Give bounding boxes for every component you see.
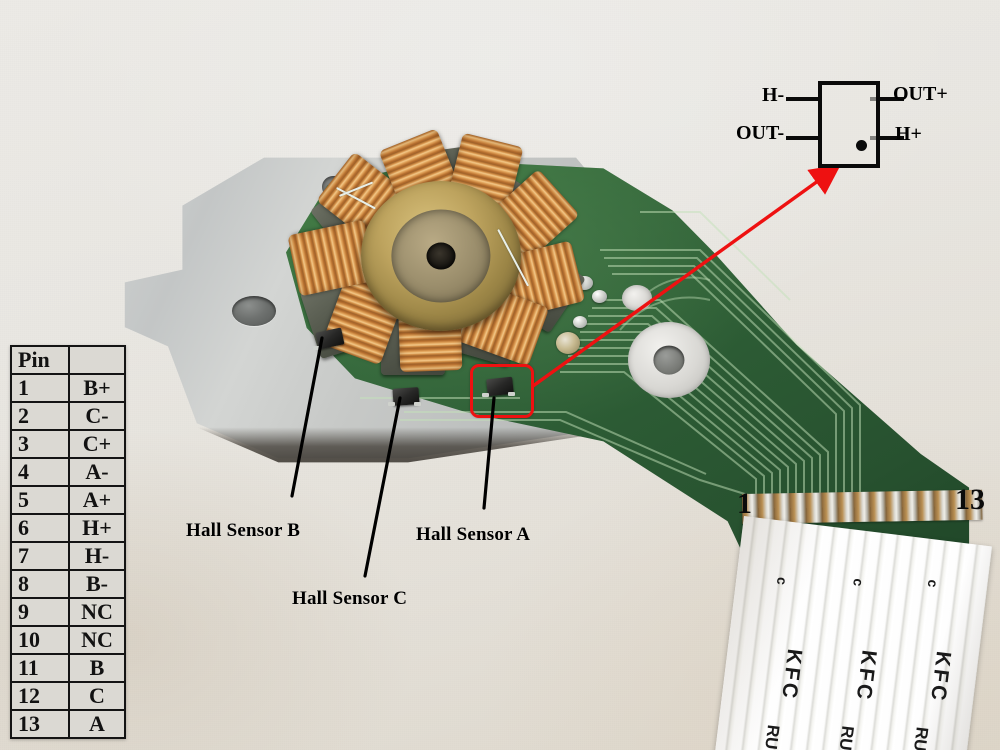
pin-number-cell: 4 [10,457,70,487]
pin-number-cell: 1 [10,373,70,403]
pin-number-cell: 5 [10,485,70,515]
bearing-race [391,209,491,303]
pcb-via-hole [622,285,652,311]
pin-signal-cell: A- [68,457,126,487]
solder-joint [592,290,607,303]
pin-number-cell: 13 [10,709,70,739]
ribbon-pin-13-label: 13 [955,483,985,516]
schematic-device-body [818,81,880,168]
pcb-mount-hole-bore [653,345,685,375]
ribbon-pin-1-label: 1 [737,487,752,520]
pin-signal-cell: B+ [68,373,126,403]
hall-sensor-a-lead [482,393,489,397]
pin-signal-cell: B [68,653,126,683]
schematic-lead-bottom-left [786,136,820,140]
pin-number-cell: 3 [10,429,70,459]
hall-sensor-c-label: Hall Sensor C [292,588,408,609]
pin-signal-cell: C+ [68,429,126,459]
ribbon-print-ul: RU [835,724,858,750]
hall-sensor-a-lead [508,392,515,396]
hall-sensor-c-lead [414,402,421,406]
ribbon-print-c: c [924,578,942,589]
ribbon-cable-shading [713,516,993,750]
pin-number-cell: 2 [10,401,70,431]
pin-signal-cell: NC [68,597,126,627]
ribbon-print-c: c [773,576,791,586]
schematic-pin-out-minus-label: OUT- [736,122,785,144]
bearing-hub [361,181,521,331]
pin-number-cell: 10 [10,625,70,655]
pin-number-cell: 12 [10,681,70,711]
schematic-orientation-dot [856,140,867,151]
pin-signal-cell: B- [68,569,126,599]
schematic-pin-h-plus-label: H+ [895,123,922,145]
flat-ribbon-cable: c c c KFC KFC KFC RU RU RU A A A [713,516,993,750]
schematic-lead-top-right [870,97,904,101]
pin-signal-cell: NC [68,625,126,655]
pin-number-cell: 8 [10,569,70,599]
pin-table-header-row: Pin [10,345,126,375]
schematic-pin-out-plus-label: OUT+ [893,83,948,105]
pin-table-header-signal [68,345,126,375]
ribbon-print-ul: RU [761,723,783,750]
pin-signal-cell: C- [68,401,126,431]
pin-signal-cell: A [68,709,126,739]
ribbon-print-ul: RU [909,725,932,750]
pin-number-cell: 9 [10,597,70,627]
pin-signal-cell: H+ [68,513,126,543]
hall-sensor-a-label: Hall Sensor A [416,524,531,545]
pin-number-cell: 11 [10,653,70,683]
pin-signal-cell: C [68,681,126,711]
shaft-bore [426,242,456,270]
pin-number-cell: 6 [10,513,70,543]
plate-mount-hole [232,296,276,326]
pcb-mount-hole [628,322,710,398]
motor-stator-assembly [287,128,586,393]
schematic-lead-bottom-right [870,136,904,140]
solder-joint [573,316,587,328]
hall-sensor-b-label: Hall Sensor B [186,520,301,541]
pin-number-cell: 7 [10,541,70,571]
ribbon-solder-joints [742,489,983,524]
schematic-pin-h-minus-label: H- [762,84,785,106]
hall-sensor-c-lead [388,402,395,406]
hall-sensor-b-lead [313,346,320,350]
hall-sensor-a-highlight-box [470,364,534,418]
pin-signal-cell: A+ [68,485,126,515]
pin-signal-cell: H- [68,541,126,571]
schematic-lead-top-left [786,97,820,101]
pin-table-header-pin: Pin [10,345,70,375]
ribbon-print-c: c [850,577,868,588]
